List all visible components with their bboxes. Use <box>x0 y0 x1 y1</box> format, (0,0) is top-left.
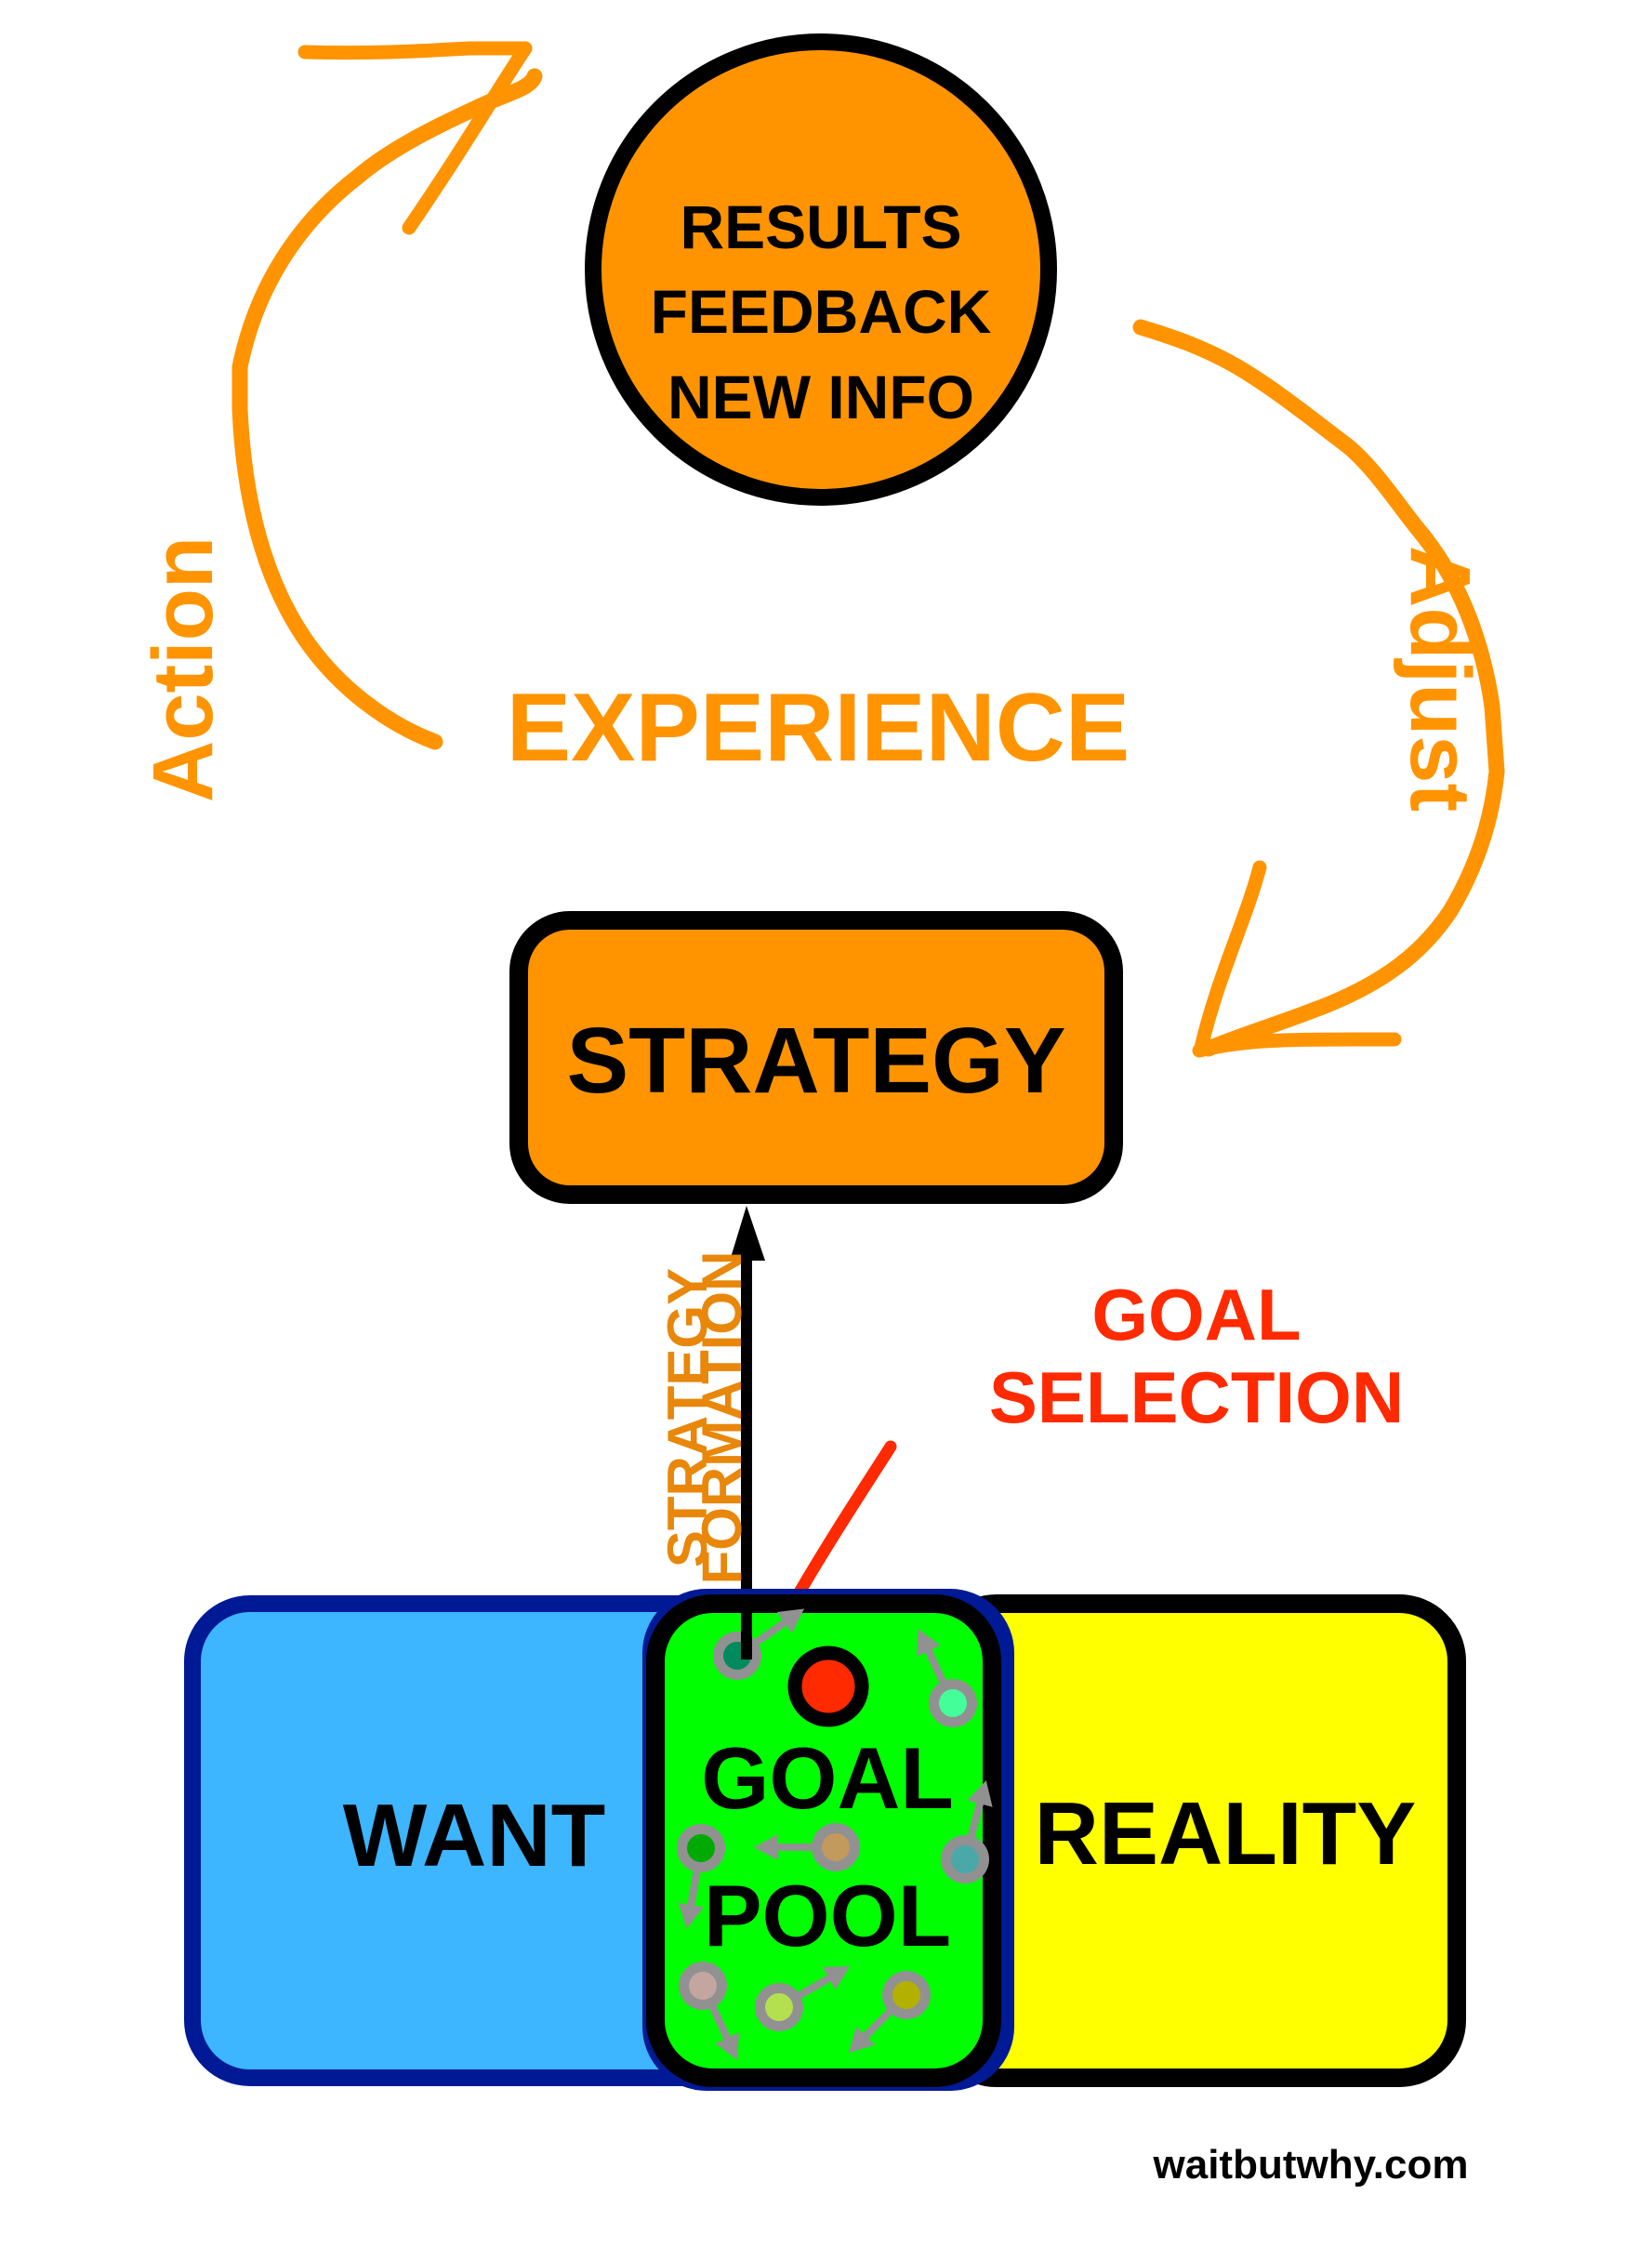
goal-dot <box>755 1966 851 2031</box>
goal-pool: GOAL POOL <box>642 1589 1014 2091</box>
reality-label: REALITY <box>1035 1784 1417 1884</box>
goal-dot-center <box>765 1993 793 2021</box>
goal-dot <box>679 1962 739 2060</box>
action-label: Action <box>136 536 231 802</box>
action-arrowhead-top <box>297 41 533 60</box>
strategy-formation-arrow <box>730 1206 765 1687</box>
goal-dot-center <box>892 1981 920 2009</box>
adjust-arrowhead-side <box>1194 860 1267 1055</box>
goal-dot-arrowhead <box>917 1629 941 1657</box>
results-node: RESULTS FEEDBACK NEW INFO <box>585 33 1057 506</box>
selected-goal <box>741 1604 869 1727</box>
adjust-arrow-curve <box>1132 319 1505 1057</box>
adjust-label: Adjust <box>1393 546 1487 812</box>
strategy-node: STRATEGY <box>509 911 1123 1204</box>
goal-dots <box>677 1608 993 2060</box>
goal-dot-center <box>689 1972 717 2000</box>
goal-dot <box>917 1629 977 1727</box>
goal-selection-line-1: GOAL <box>1091 1274 1301 1355</box>
strategy-label: STRATEGY <box>566 1009 1065 1113</box>
action-arrowhead-side <box>402 41 533 235</box>
action-arrow <box>231 41 543 750</box>
results-circle <box>585 33 1057 506</box>
experience-label: EXPERIENCE <box>507 674 1130 782</box>
goal-dot-arrowhead <box>715 2032 739 2060</box>
strategy-formation-arrowhead <box>730 1206 765 1261</box>
goal-dot <box>848 1971 931 2054</box>
goal-pool-line-1: GOAL <box>701 1729 954 1827</box>
adjust-arrowhead-bottom <box>1192 1032 1402 1058</box>
goal-dot <box>941 1779 993 1884</box>
strategy-formation-line-1: STRATEGY <box>656 1268 719 1567</box>
goal-dot-arrowhead <box>754 1834 778 1860</box>
want-label: WANT <box>343 1786 606 1885</box>
goal-dot-center <box>822 1833 850 1861</box>
adjust-arrow <box>1132 319 1505 1058</box>
action-arrow-curve <box>231 68 543 750</box>
goal-dot-arrowhead <box>678 1902 705 1929</box>
strategy-formation-arrow-shaft <box>741 1260 752 1687</box>
strategy-formation-line-2: FORMATION <box>691 1251 753 1585</box>
goal-dot <box>677 1824 725 1929</box>
results-line-2: FEEDBACK <box>651 277 992 346</box>
results-line-1: RESULTS <box>680 192 961 261</box>
goal-dot-center <box>939 1689 967 1717</box>
selected-goal-dot <box>787 1646 869 1727</box>
goal-dot-arrowhead <box>776 1608 805 1633</box>
goal-dot-center <box>951 1845 979 1873</box>
goal-dot-center <box>687 1834 715 1862</box>
results-line-3: NEW INFO <box>667 363 974 431</box>
strategy-box <box>509 911 1123 1204</box>
selected-goal-stem <box>741 1604 752 1659</box>
footer-credit: waitbutwhy.com <box>1153 2142 1469 2188</box>
goal-selection-line-2: SELECTION <box>989 1356 1404 1438</box>
goal-pool-line-2: POOL <box>704 1867 951 1964</box>
goal-dot-arrowhead <box>848 2026 876 2054</box>
goal-dot <box>754 1823 860 1871</box>
goal-dot-arrowhead <box>967 1779 993 1807</box>
goal-dot-arrowhead <box>822 1966 851 1990</box>
